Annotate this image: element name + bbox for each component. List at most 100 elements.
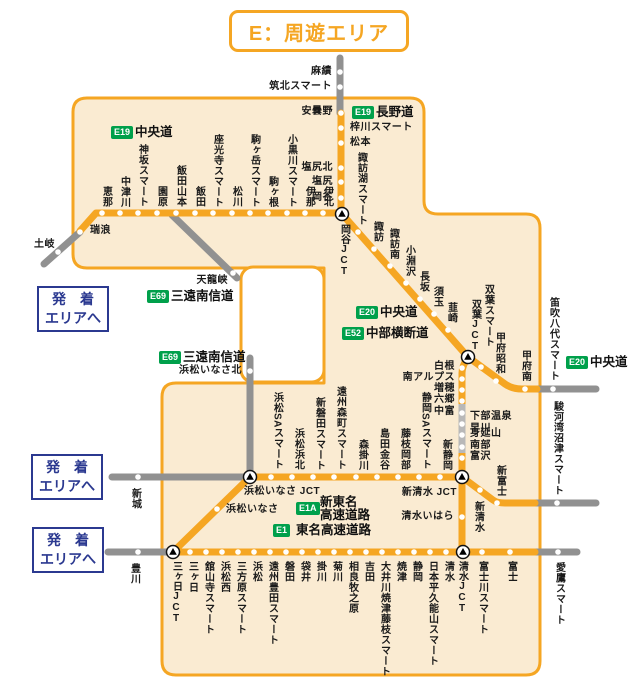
station-dot [99,210,105,216]
station-dot [387,263,393,269]
station-dot [284,210,290,216]
area-box-line2: エリアへ [45,310,101,326]
station-dot [363,549,369,555]
station-dot [395,549,401,555]
station-dot [320,210,326,216]
station-dot [379,549,385,555]
station-dot [459,455,465,461]
station-dot [268,474,274,480]
station-dot [347,549,353,555]
station-dot [299,549,305,555]
station-dot [173,210,179,216]
area-notch [239,265,326,384]
to-departure-area-button-2[interactable]: 発 着 エリアへ [31,454,103,500]
map-title-box: E：周遊エリア [229,10,409,52]
junction-marker [454,469,470,485]
route-badge-e1a: E1A [296,502,320,515]
station-dot [478,364,484,370]
station-dot [289,474,295,480]
station-dot [459,387,465,393]
station-dot [337,69,343,75]
station-dot [507,549,513,555]
station-dot [403,280,409,286]
road-name-chubu-odan: 中部横断道 [366,326,429,340]
road-toki-branch [40,228,84,268]
station-dot [247,210,253,216]
station-dot [431,311,437,317]
station-dot [302,210,308,216]
junction-marker [460,349,476,365]
tour-area-shape [71,96,542,677]
road-kofu-minami-spur [464,353,541,393]
route-badge-e69: E69 [147,290,170,303]
station-dot [338,110,344,116]
station-dot [310,474,316,480]
station-dot [229,210,235,216]
station-dot [459,398,465,404]
station-dot [331,549,337,555]
station-dot [77,229,83,235]
station-dot [459,410,465,416]
station-dot [338,125,344,131]
station-dot [338,140,344,146]
station-dot [459,444,465,450]
station-dot [550,386,556,392]
road-inasa-mikkabi-link [169,473,254,556]
station-dot [459,376,465,382]
station-dot [395,474,401,480]
junction-marker [334,206,350,222]
station-dot [337,84,343,90]
road-name-sanen-1: 三遠南信道 [171,289,234,303]
to-departure-area-button-1[interactable]: 発 着 エリアへ [37,286,109,332]
station-dot [493,378,499,384]
area-box-line2: エリアへ [39,478,95,494]
station-dot [494,500,500,506]
station-dot [416,474,422,480]
route-badge-e20: E20 [356,306,379,319]
station-dot [338,179,344,185]
junction-marker [455,544,471,560]
route-badge-e19-nagano: E19 [352,106,375,119]
station-dot [203,549,209,555]
station-dot [459,421,465,427]
station-dot [411,549,417,555]
station-dot [154,210,160,216]
station-dot [135,210,141,216]
station-dot [353,474,359,480]
route-badge-e1: E1 [273,524,291,537]
station-dot [338,195,344,201]
station-dot [459,514,465,520]
station-dot [210,210,216,216]
station-dot [283,549,289,555]
station-dot [135,474,141,480]
station-dot [427,549,433,555]
station-dot [230,270,236,276]
road-name-chuo-2: 中央道 [380,305,418,319]
station-dot [522,386,528,392]
map-title: E：周遊エリア [248,22,390,45]
road-name-nagano: 長野道 [376,105,414,119]
station-dot [267,549,273,555]
to-departure-area-button-3[interactable]: 発 着 エリアへ [32,527,104,573]
road-e19-chuo [76,209,346,235]
station-dot [459,365,465,371]
station-dot [445,327,451,333]
station-dot [55,249,61,255]
road-name-shintomei: 新東名 高速道路 [320,495,371,522]
station-dot [338,165,344,171]
station-dot [554,500,560,506]
station-dot [135,549,141,555]
station-dot [477,487,483,493]
station-dot [251,549,257,555]
route-badge-e19: E19 [111,126,134,139]
station-dot [331,474,337,480]
station-dot [479,549,485,555]
station-dot [187,549,193,555]
station-dot [235,549,241,555]
station-dot [355,229,361,235]
area-box-line1: 発 着 [47,532,89,548]
junction-marker [165,544,181,560]
road-name-sanen-2: 三遠南信道 [183,350,246,364]
station-dot [315,549,321,555]
